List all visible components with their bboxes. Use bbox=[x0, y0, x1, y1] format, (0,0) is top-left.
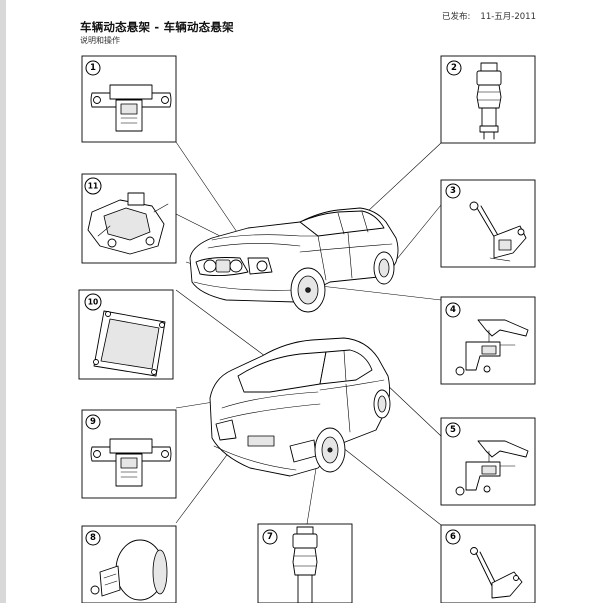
callout-number-6: 6 bbox=[450, 532, 456, 542]
callout-badge-8: 8 bbox=[85, 530, 101, 546]
published-label: 已发布: bbox=[442, 12, 471, 22]
callout-badge-6: 6 bbox=[445, 529, 461, 545]
part-box-8 bbox=[81, 525, 177, 603]
callout-badge-4: 4 bbox=[445, 302, 461, 318]
car-front-view-illustration bbox=[189, 207, 399, 313]
callout-number-5: 5 bbox=[450, 425, 456, 435]
published-date: 已发布: 11-五月-2011 bbox=[442, 10, 536, 22]
callout-number-4: 4 bbox=[450, 305, 456, 315]
callout-number-11: 11 bbox=[88, 182, 98, 191]
callout-number-7: 7 bbox=[267, 532, 273, 542]
callout-number-9: 9 bbox=[90, 417, 96, 427]
callout-badge-9: 9 bbox=[85, 414, 101, 430]
callout-badge-3: 3 bbox=[445, 183, 461, 199]
page-subtitle: 说明和操作 bbox=[80, 36, 120, 45]
part-box-11 bbox=[81, 173, 177, 264]
callout-badge-2: 2 bbox=[446, 60, 462, 76]
callout-badge-1: 1 bbox=[85, 60, 101, 76]
part-box-6 bbox=[440, 524, 536, 603]
callout-badge-11: 11 bbox=[84, 177, 102, 195]
part-box-1 bbox=[81, 55, 177, 143]
page-edge-strip bbox=[0, 0, 6, 603]
callout-badge-10: 10 bbox=[84, 293, 102, 311]
callout-badge-7: 7 bbox=[262, 529, 278, 545]
callout-number-3: 3 bbox=[450, 186, 456, 196]
callout-number-2: 2 bbox=[451, 63, 457, 73]
callout-number-1: 1 bbox=[90, 63, 96, 73]
callout-number-8: 8 bbox=[90, 533, 96, 543]
published-value: 11-五月-2011 bbox=[480, 12, 536, 22]
callout-number-10: 10 bbox=[88, 298, 98, 307]
callout-badge-5: 5 bbox=[445, 422, 461, 438]
car-rear-view-illustration bbox=[209, 337, 391, 477]
page-title: 车辆动态悬架 - 车辆动态悬架 bbox=[80, 20, 234, 34]
